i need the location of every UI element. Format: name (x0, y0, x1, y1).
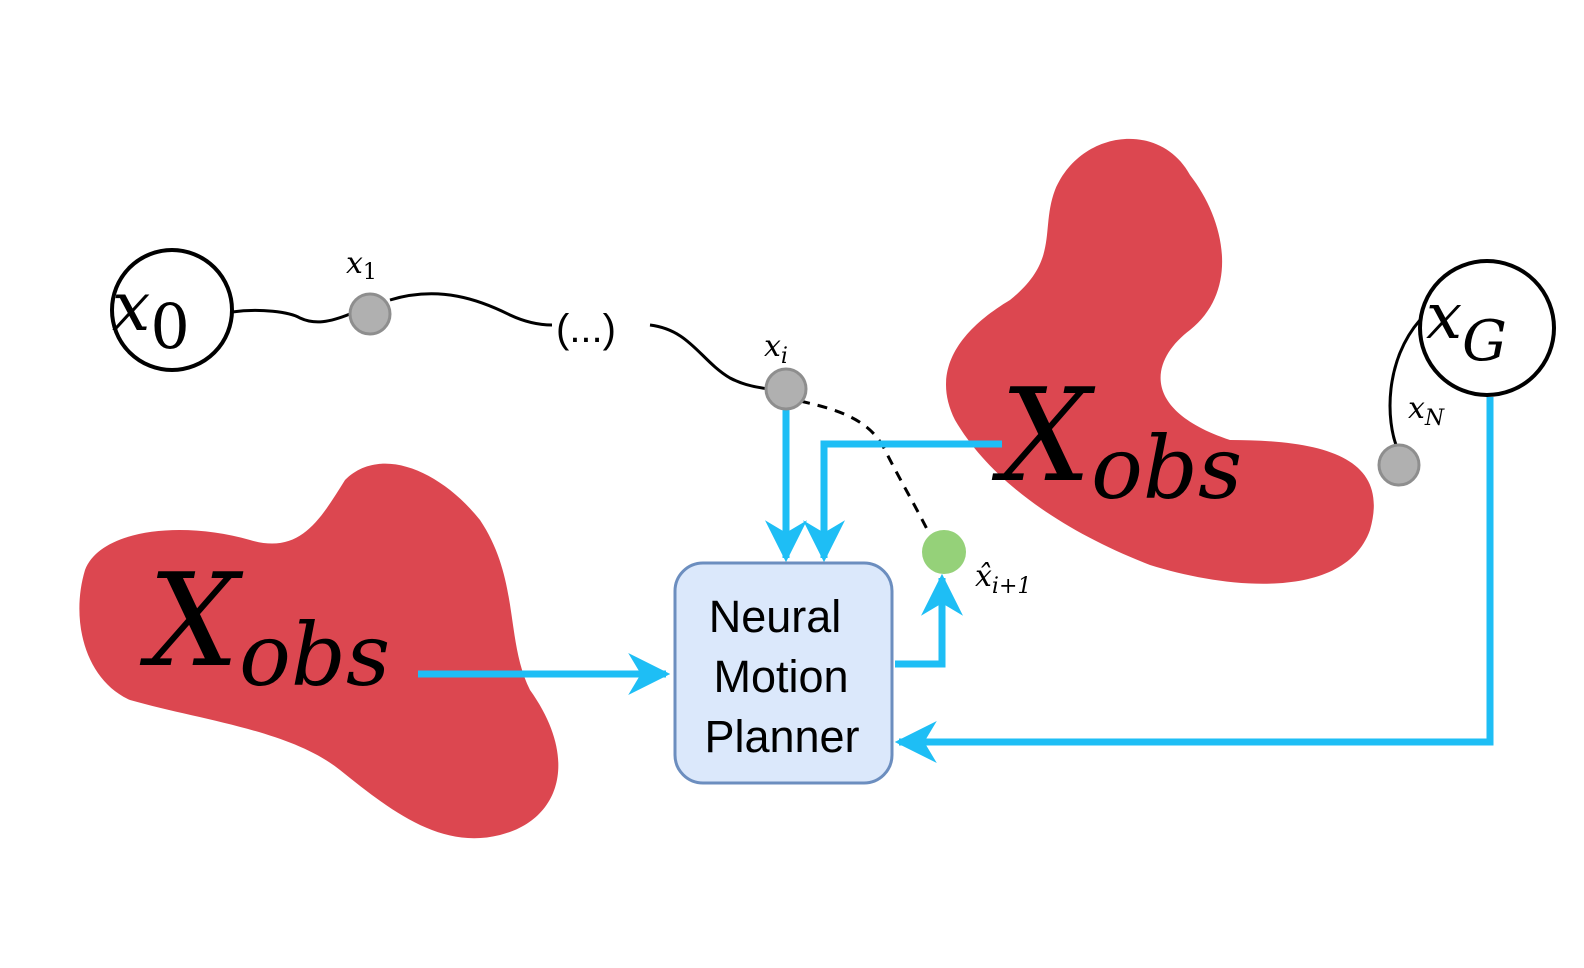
start-node-label: x0 (112, 268, 190, 363)
goal-node-label: xG (1426, 280, 1507, 374)
waypoint-xi (764, 367, 808, 411)
planner-box (673, 561, 894, 785)
obstacle-left-label: Xobs (139, 547, 390, 706)
goal-node-circle (1418, 259, 1556, 397)
arrow-goal-to-planner (894, 397, 1494, 763)
obstacle-right-label: Xobs (991, 362, 1242, 519)
path-segment-start-x1 (231, 308, 351, 324)
predicted-waypoint-label: x̂i+1 (975, 559, 1031, 599)
path-segment-x1-ellipsis (389, 292, 553, 327)
goal-node-base: x (1426, 280, 1462, 354)
arrow-obstacle-right-to-planner (803, 440, 1002, 563)
goal-node-sub: G (1462, 309, 1507, 374)
planner-label-line-2: Motion (713, 651, 848, 702)
path-segment-ellipsis-xi (649, 323, 771, 391)
planner-label-line-1: Neural (709, 591, 842, 642)
path-ellipsis: (...) (556, 307, 616, 351)
start-node-base: x (112, 268, 150, 347)
predicted-waypoint (922, 530, 966, 574)
arrow-planner-to-prediction (895, 573, 963, 668)
waypoint-x1-label: x1 (346, 246, 377, 285)
obstacle-right-shape (946, 138, 1374, 584)
path-segment-xN-goal (1388, 319, 1422, 451)
start-node-circle (110, 248, 234, 372)
planner-label-line-3: Planner (704, 711, 859, 762)
waypoint-x1 (348, 292, 392, 336)
waypoint-xi-label: xi (764, 329, 788, 369)
obstacle-left-shape (79, 463, 559, 839)
waypoint-xN-label: xN (1408, 391, 1445, 431)
predicted-path-dashed (799, 399, 932, 536)
start-node-sub: 0 (150, 290, 189, 363)
waypoint-xN (1377, 443, 1421, 487)
